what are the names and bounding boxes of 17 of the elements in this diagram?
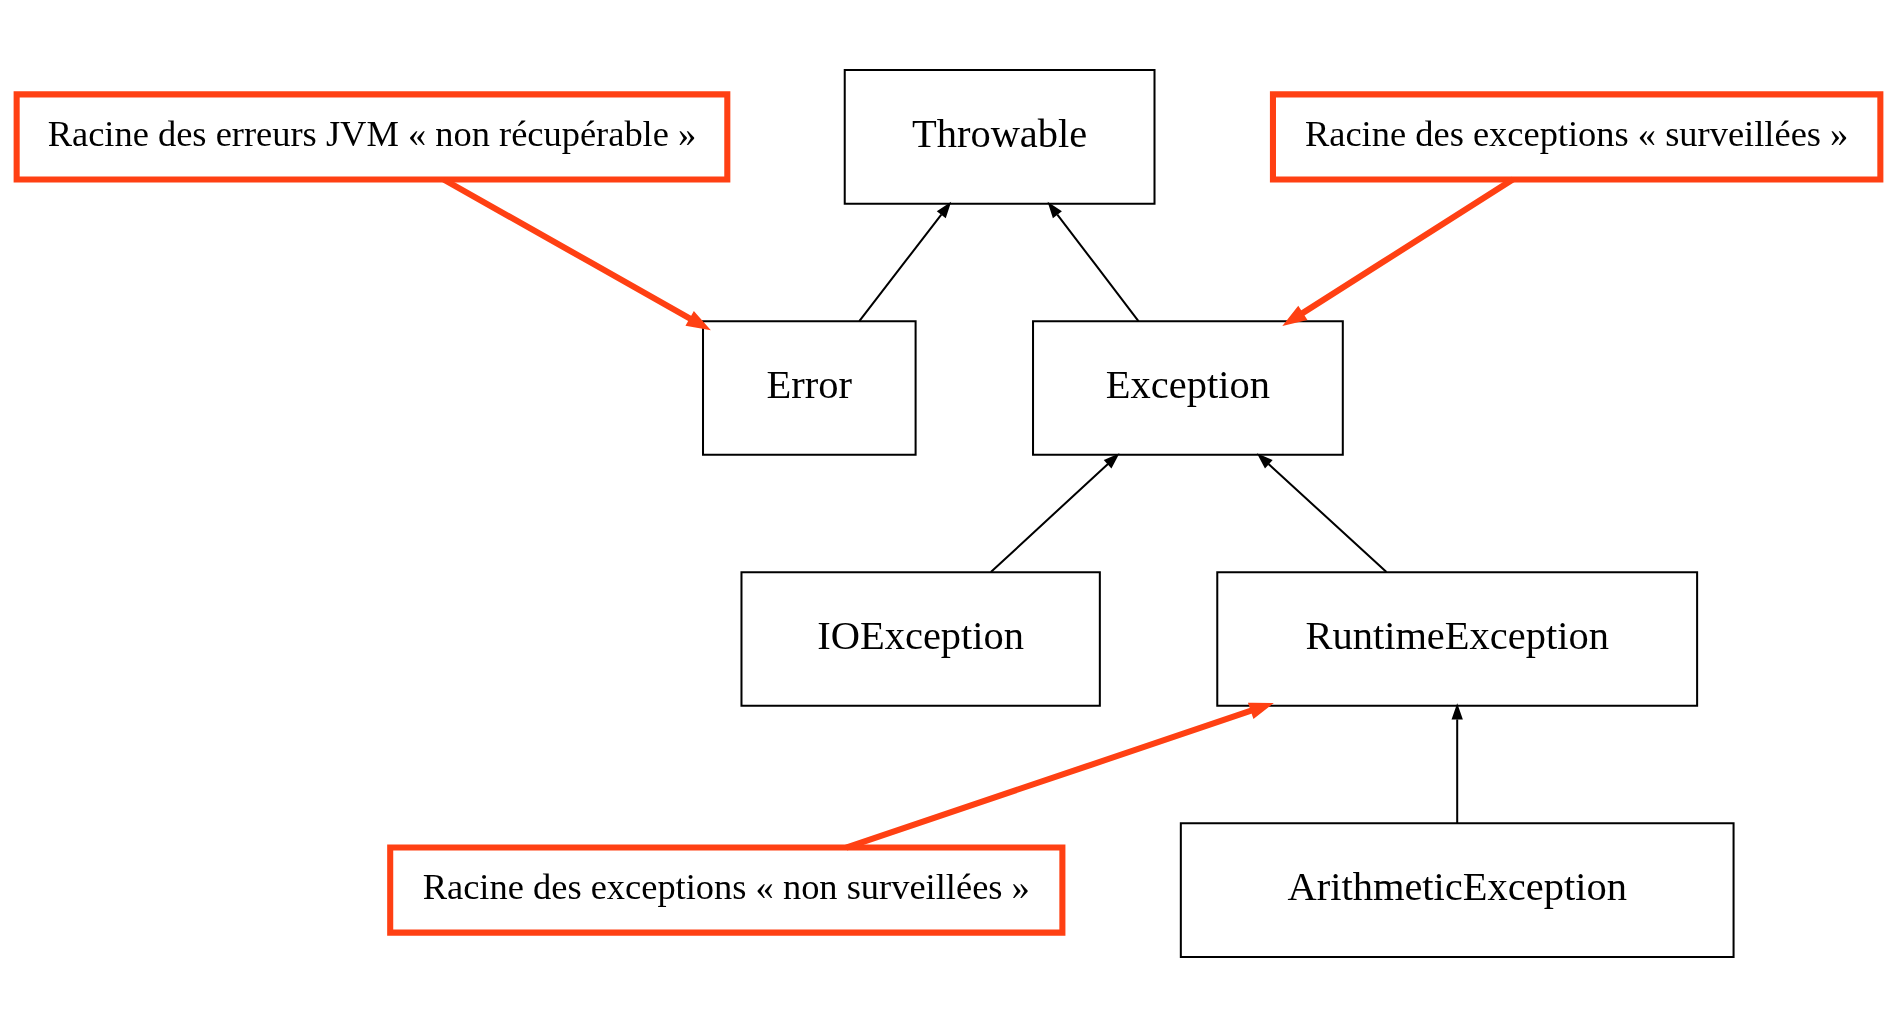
node-box: Throwable [843, 69, 1156, 205]
arrow [1451, 703, 1463, 824]
arrow [1256, 453, 1388, 573]
arrow [990, 453, 1120, 573]
node-box: ArithmeticException [1179, 822, 1735, 958]
arrow [1282, 176, 1515, 326]
arrow [858, 201, 952, 322]
arrow [1047, 201, 1140, 322]
node-box: Error [702, 320, 917, 456]
node-box: RuntimeException [1216, 571, 1699, 707]
arrow [442, 176, 711, 331]
node-box: Racine des exceptions « non surveillées » [387, 844, 1066, 936]
arrow [845, 702, 1274, 851]
node-box: IOException [740, 571, 1101, 707]
node-box: Exception [1032, 320, 1344, 456]
node-box: Racine des erreurs JVM « non récupérable » [13, 91, 731, 183]
node-box: Racine des exceptions « surveillées » [1269, 91, 1884, 183]
